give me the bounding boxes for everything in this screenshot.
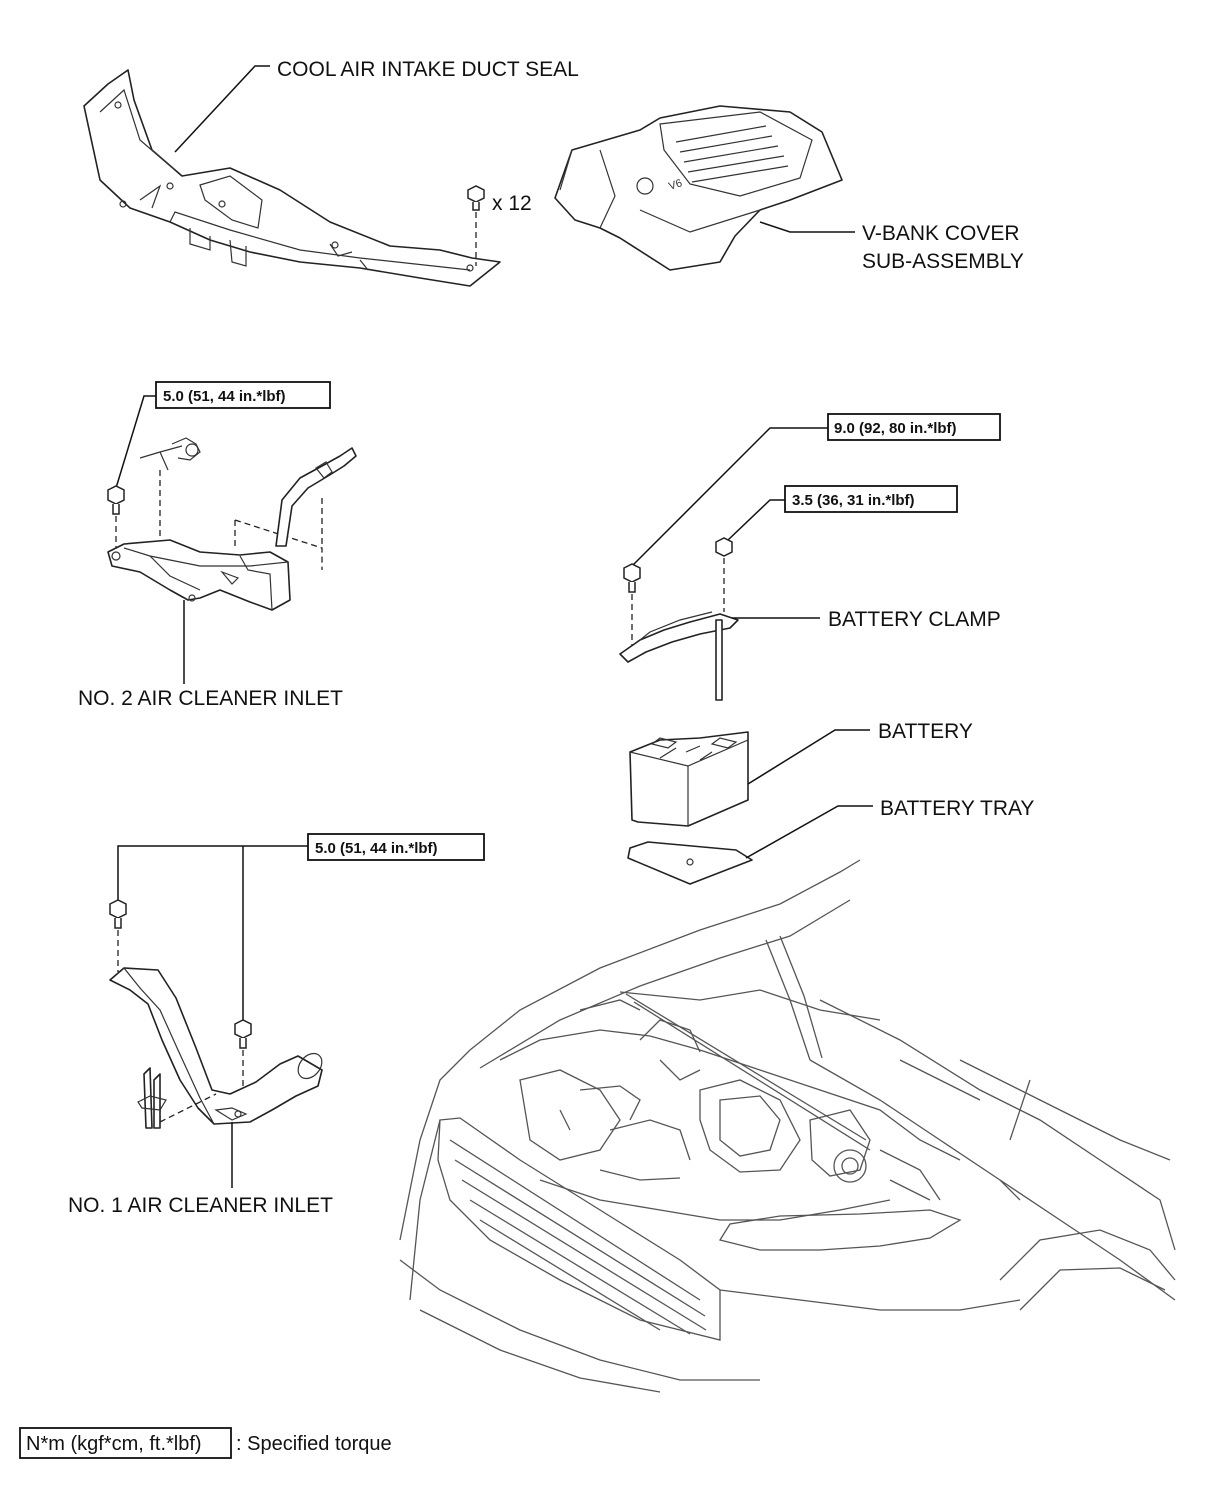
wire-clamp-icon: [139, 437, 201, 471]
battery-clamp-bolt-torque-box: 9.0 (92, 80 in.*lbf): [827, 413, 1001, 441]
no1-torque-leader-line: [117, 845, 308, 1020]
no1-inlet-bolts-torque: 5.0 (51, 44 in.*lbf): [315, 840, 438, 857]
battery-tray-part: [627, 841, 753, 885]
v-bank-cover-label-line2: SUB-ASSEMBLY: [862, 250, 1024, 273]
no1-air-cleaner-inlet-part: [109, 967, 323, 1125]
no2-inlet-bolt-torque: 5.0 (51, 44 in.*lbf): [163, 388, 286, 405]
torque-legend-description: : Specified torque: [236, 1433, 392, 1455]
no1-hose-clamp-part: [137, 1067, 167, 1129]
cool-air-intake-duct-seal-part: [83, 69, 501, 287]
torque-legend-unit: N*m (kgf*cm, ft.*lbf): [26, 1433, 202, 1455]
no1-torque-box: 5.0 (51, 44 in.*lbf): [307, 833, 485, 861]
battery-clamp-bolt-torque: 9.0 (92, 80 in.*lbf): [834, 420, 957, 437]
battery-tray-label: BATTERY TRAY: [880, 797, 1034, 820]
battery-clamp-bolt-icon: [623, 563, 641, 593]
battery-part: [629, 731, 749, 827]
bolt-icon: [107, 485, 125, 515]
v-bank-cover-label-line1: V-BANK COVER: [862, 222, 1020, 245]
svg-text:V6: V6: [667, 177, 684, 193]
battery-clamp-nut-leader-line: [727, 499, 785, 541]
no1-bolt-icon-left: [109, 899, 127, 929]
no2-torque-leader-line: [115, 395, 156, 489]
v-bank-cover-part: V6: [554, 105, 843, 271]
no2-air-cleaner-inlet-part: [107, 539, 291, 611]
duct-seal-leader-line: [174, 65, 270, 153]
battery-leader-line: [747, 729, 870, 785]
battery-label: BATTERY: [878, 720, 973, 743]
clip-icon: [467, 185, 485, 211]
battery-clamp-part: [619, 611, 739, 701]
no1-air-cleaner-inlet-label: NO. 1 AIR CLEANER INLET: [68, 1194, 333, 1217]
hose-part: [275, 447, 357, 547]
v-bank-cover-leader-line: [759, 221, 855, 233]
no2-air-cleaner-inlet-label: NO. 2 AIR CLEANER INLET: [78, 687, 343, 710]
vehicle-engine-bay-illustration: [399, 859, 1176, 1393]
nut-icon: [715, 537, 733, 557]
battery-clamp-nut-torque-box: 3.5 (36, 31 in.*lbf): [784, 485, 958, 513]
no1-bolt-icon-right: [234, 1019, 252, 1049]
battery-clamp-label: BATTERY CLAMP: [828, 608, 1001, 631]
battery-tray-leader-line: [745, 805, 873, 859]
battery-clamp-bolt-leader-line: [631, 427, 828, 567]
cool-air-intake-duct-seal-label: COOL AIR INTAKE DUCT SEAL: [277, 58, 579, 81]
clip-quantity-label: x 12: [492, 192, 532, 215]
battery-clamp-nut-torque: 3.5 (36, 31 in.*lbf): [792, 492, 915, 509]
no2-torque-box: 5.0 (51, 44 in.*lbf): [155, 381, 331, 409]
torque-legend: N*m (kgf*cm, ft.*lbf) : Specified torque: [19, 1427, 392, 1459]
